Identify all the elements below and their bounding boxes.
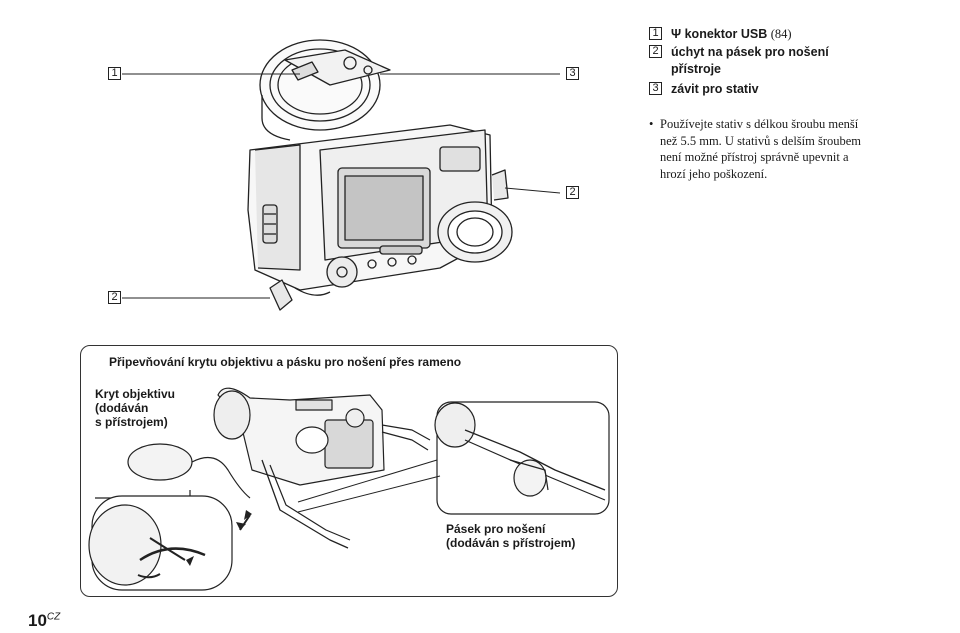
lens-cap-label-line: (dodáván: [95, 401, 149, 415]
inset-panel: [80, 345, 618, 597]
page-reference: (84): [770, 27, 792, 41]
strap-lug-left: [269, 279, 293, 311]
bullet-dot: •: [649, 117, 654, 131]
strap-label: Pásek pro nošení (dodáván s přístrojem): [446, 522, 575, 550]
callout-2-right: 2: [566, 186, 579, 199]
strap-lug-right: [491, 169, 509, 201]
control-dial: [326, 256, 358, 288]
legend-label: úchyt na pásek pro nošení: [671, 45, 829, 59]
lens-cap-label: Kryt objektivu (dodáván s přístrojem): [95, 387, 175, 429]
note-line: hrozí jeho poškození.: [660, 166, 768, 181]
note-line: než 5.5 mm. U stativů s delším šroubem: [660, 133, 862, 148]
legend-number: 2: [649, 45, 662, 58]
top-plate: [284, 49, 391, 86]
note-line: není možné přístroj správně upevnit a: [660, 150, 849, 164]
callout-2-left: 2: [108, 291, 121, 304]
lens-cap-label-line: Kryt objektivu: [95, 387, 176, 401]
strap-label-line: Pásek pro nošení: [446, 522, 546, 536]
page-number: 10CZ: [28, 611, 60, 631]
usb-icon: Ψ: [671, 27, 682, 41]
strap-label-line: (dodáván s přístrojem): [446, 536, 576, 550]
legend-label: závit pro stativ: [671, 82, 759, 96]
legend-number: 1: [649, 27, 662, 40]
strap: [261, 459, 349, 549]
legend-label: konektor USB: [684, 27, 768, 41]
page-language: CZ: [46, 611, 61, 623]
legend-label-cont: přístroje: [671, 62, 722, 76]
callout-3: 3: [566, 67, 579, 80]
inset-title: Připevňování krytu objektivu a pásku pro…: [109, 355, 462, 369]
lens-cap-label-line: s přístrojem): [95, 415, 168, 429]
page-number-value: 10: [28, 611, 47, 630]
legend-number: 3: [649, 82, 662, 95]
callout-1: 1: [108, 67, 121, 80]
note-line: Používejte stativ s délkou šroubu menší: [660, 117, 859, 131]
